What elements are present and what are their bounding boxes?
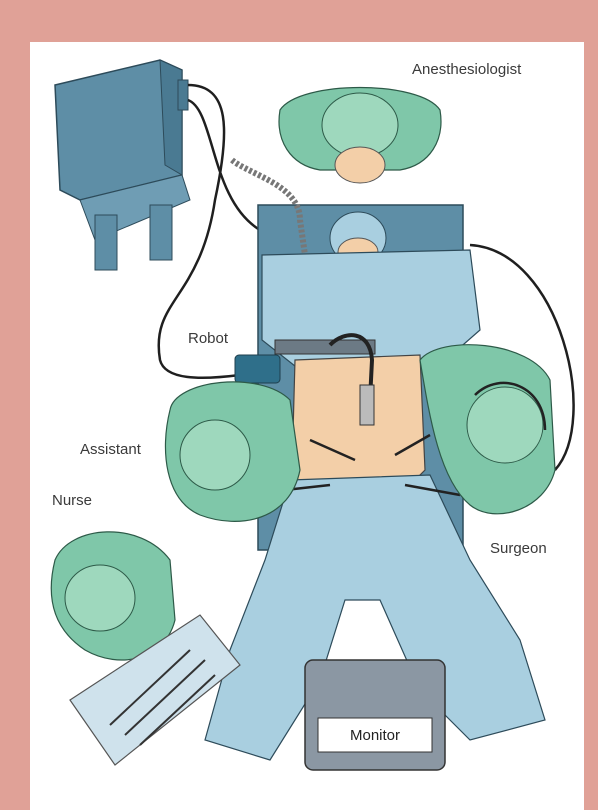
- monitor-device: Monitor: [305, 660, 445, 770]
- robot-label: Robot: [188, 330, 229, 347]
- surgeon-label: Surgeon: [490, 540, 547, 557]
- anesthesiologist-figure: [279, 88, 441, 184]
- nurse-label: Nurse: [52, 492, 92, 509]
- monitor-label: Monitor: [350, 727, 400, 744]
- anesthesiologist-label: Anesthesiologist: [412, 61, 522, 78]
- assistant-figure: [165, 382, 300, 522]
- assistant-label: Assistant: [80, 441, 142, 458]
- nurse-figure: [51, 532, 175, 660]
- robot-console: [55, 60, 190, 270]
